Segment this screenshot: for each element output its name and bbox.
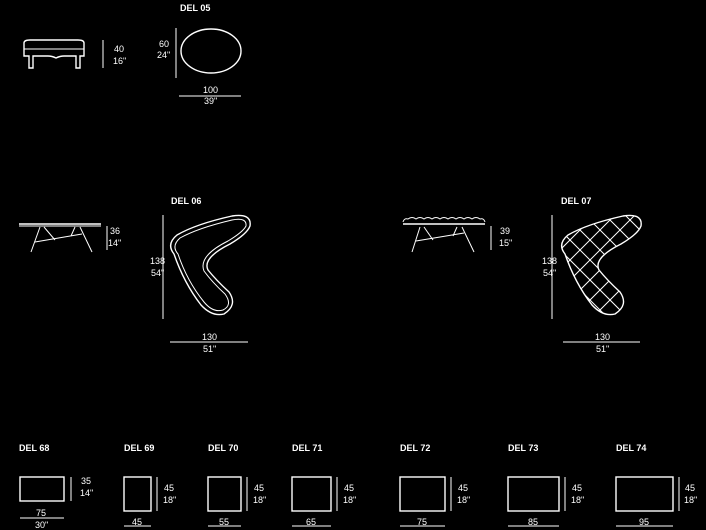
del72-height-in: 18" bbox=[457, 495, 470, 505]
del70-height-in: 18" bbox=[253, 495, 266, 505]
del07-height-cm: 39 bbox=[500, 226, 510, 236]
del69-elevation bbox=[123, 476, 152, 512]
del71-group: DEL 71 45 18" 65 bbox=[291, 443, 356, 527]
del06-plan-view bbox=[169, 214, 251, 316]
del05-code: DEL 05 bbox=[180, 3, 210, 13]
del05-width-cm: 100 bbox=[203, 85, 218, 95]
del07-group: DEL 07 39 15" 138 54" 130 51" bbox=[402, 196, 642, 354]
del05-side-view bbox=[23, 39, 85, 69]
del73-group: DEL 73 45 18" 85 bbox=[507, 443, 584, 527]
del05-depth-in: 24" bbox=[157, 50, 170, 60]
del07-height-in: 15" bbox=[499, 238, 512, 248]
del07-width-in: 51" bbox=[596, 344, 609, 354]
del71-height-in: 18" bbox=[343, 495, 356, 505]
del06-depth-cm: 138 bbox=[150, 256, 165, 266]
del73-height-cm: 45 bbox=[572, 483, 582, 493]
del05-depth-cm: 60 bbox=[159, 39, 169, 49]
del73-code: DEL 73 bbox=[508, 443, 538, 453]
del05-group: DEL 05 40 16" 60 24" 100 39" bbox=[23, 3, 242, 106]
del06-height-in: 14" bbox=[108, 238, 121, 248]
del68-width-in: 30" bbox=[35, 520, 48, 530]
del69-code: DEL 69 bbox=[124, 443, 154, 453]
del68-group: DEL 68 35 14" 75 30" bbox=[19, 443, 93, 530]
del05-height-in: 16" bbox=[113, 56, 126, 66]
del73-height-in: 18" bbox=[571, 495, 584, 505]
del70-width-cm: 55 bbox=[219, 517, 229, 527]
del05-plan-view bbox=[180, 28, 242, 74]
del06-width-cm: 130 bbox=[202, 332, 217, 342]
del05-height-cm: 40 bbox=[114, 44, 124, 54]
del68-elevation bbox=[19, 476, 65, 502]
del07-depth-cm: 138 bbox=[542, 256, 557, 266]
del68-width-cm: 75 bbox=[36, 508, 46, 518]
del69-group: DEL 69 45 18" 45 bbox=[123, 443, 176, 527]
del07-code: DEL 07 bbox=[561, 196, 591, 206]
del74-elevation bbox=[615, 476, 674, 512]
del72-height-cm: 45 bbox=[458, 483, 468, 493]
del68-code: DEL 68 bbox=[19, 443, 49, 453]
del68-height-cm: 35 bbox=[81, 476, 91, 486]
del70-code: DEL 70 bbox=[208, 443, 238, 453]
del07-depth-in: 54" bbox=[543, 268, 556, 278]
del74-height-in: 18" bbox=[684, 495, 697, 505]
del70-height-cm: 45 bbox=[254, 483, 264, 493]
del69-height-cm: 45 bbox=[164, 483, 174, 493]
del68-height-in: 14" bbox=[80, 488, 93, 498]
del07-width-cm: 130 bbox=[595, 332, 610, 342]
del72-width-cm: 75 bbox=[417, 517, 427, 527]
del71-height-cm: 45 bbox=[344, 483, 354, 493]
del71-code: DEL 71 bbox=[292, 443, 322, 453]
del72-elevation bbox=[399, 476, 446, 512]
del06-side-view bbox=[19, 223, 101, 253]
del74-group: DEL 74 45 18" 95 bbox=[615, 443, 697, 527]
del05-width-in: 39" bbox=[204, 96, 217, 106]
del70-group: DEL 70 45 18" 55 bbox=[207, 443, 266, 527]
del72-code: DEL 72 bbox=[400, 443, 430, 453]
del06-code: DEL 06 bbox=[171, 196, 201, 206]
del71-elevation bbox=[291, 476, 332, 512]
del74-width-cm: 95 bbox=[639, 517, 649, 527]
del06-height-cm: 36 bbox=[110, 226, 120, 236]
del69-width-cm: 45 bbox=[132, 517, 142, 527]
del70-elevation bbox=[207, 476, 242, 512]
del07-plan-view bbox=[560, 214, 642, 316]
del06-group: DEL 06 36 14" 138 54" 130 51" bbox=[19, 196, 251, 354]
del07-side-view bbox=[402, 217, 486, 253]
del69-height-in: 18" bbox=[163, 495, 176, 505]
del06-width-in: 51" bbox=[203, 344, 216, 354]
del73-elevation bbox=[507, 476, 560, 512]
del74-height-cm: 45 bbox=[685, 483, 695, 493]
del06-depth-in: 54" bbox=[151, 268, 164, 278]
del72-group: DEL 72 45 18" 75 bbox=[399, 443, 470, 527]
del71-width-cm: 65 bbox=[306, 517, 316, 527]
del74-code: DEL 74 bbox=[616, 443, 646, 453]
del07-quilted-pattern bbox=[561, 215, 642, 315]
del73-width-cm: 85 bbox=[528, 517, 538, 527]
